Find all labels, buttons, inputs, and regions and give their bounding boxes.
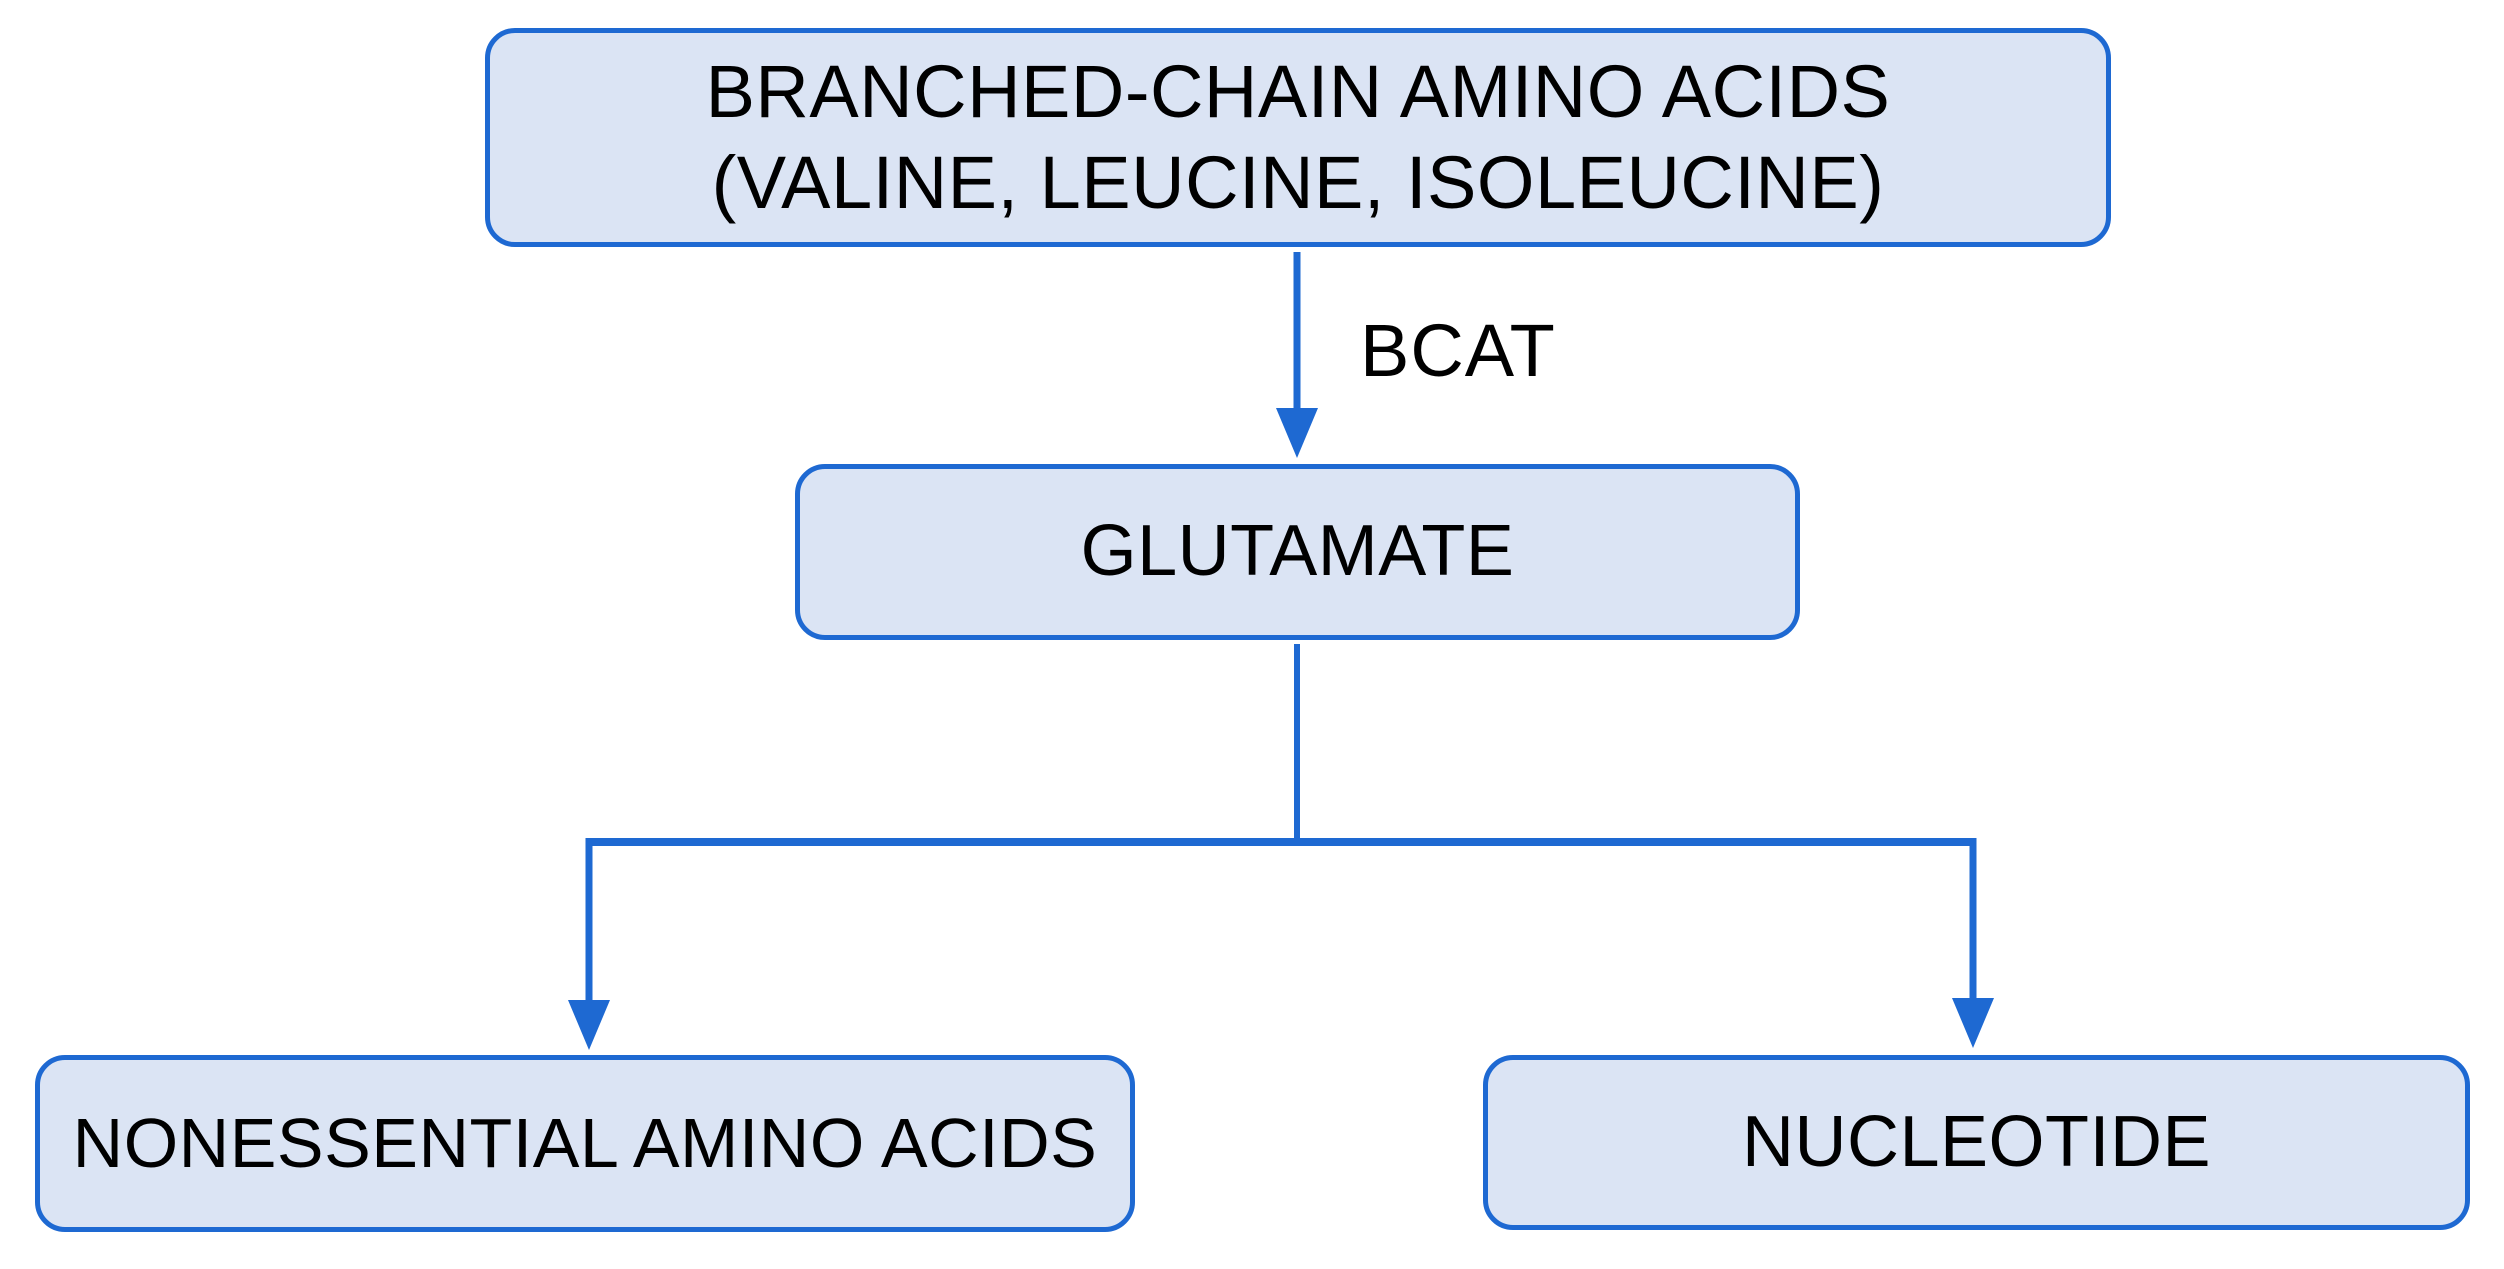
edge-glutamate-branch: [568, 644, 1994, 1050]
node-bcaa-label-line1: BRANCHED-CHAIN AMINO ACIDS: [705, 50, 1891, 134]
node-nucleotide-label: NUCLEOTIDE: [1741, 1101, 2212, 1182]
node-nonessential-amino-acids: NONESSENTIAL AMINO ACIDS: [35, 1055, 1135, 1232]
node-branched-chain-amino-acids: BRANCHED-CHAIN AMINO ACIDS (VALINE, LEUC…: [485, 28, 2111, 247]
node-glutamate: GLUTAMATE: [795, 464, 1800, 640]
edge-bcaa-to-glutamate: [1276, 252, 1318, 458]
node-bcaa-label-line2: (VALINE, LEUCINE, ISOLEUCINE): [711, 140, 1885, 224]
node-glutamate-label: GLUTAMATE: [1080, 511, 1515, 592]
edge-label-bcat: BCAT: [1360, 309, 1556, 392]
node-nucleotide: NUCLEOTIDE: [1483, 1055, 2470, 1230]
node-nonessential-label: NONESSENTIAL AMINO ACIDS: [72, 1103, 1098, 1182]
